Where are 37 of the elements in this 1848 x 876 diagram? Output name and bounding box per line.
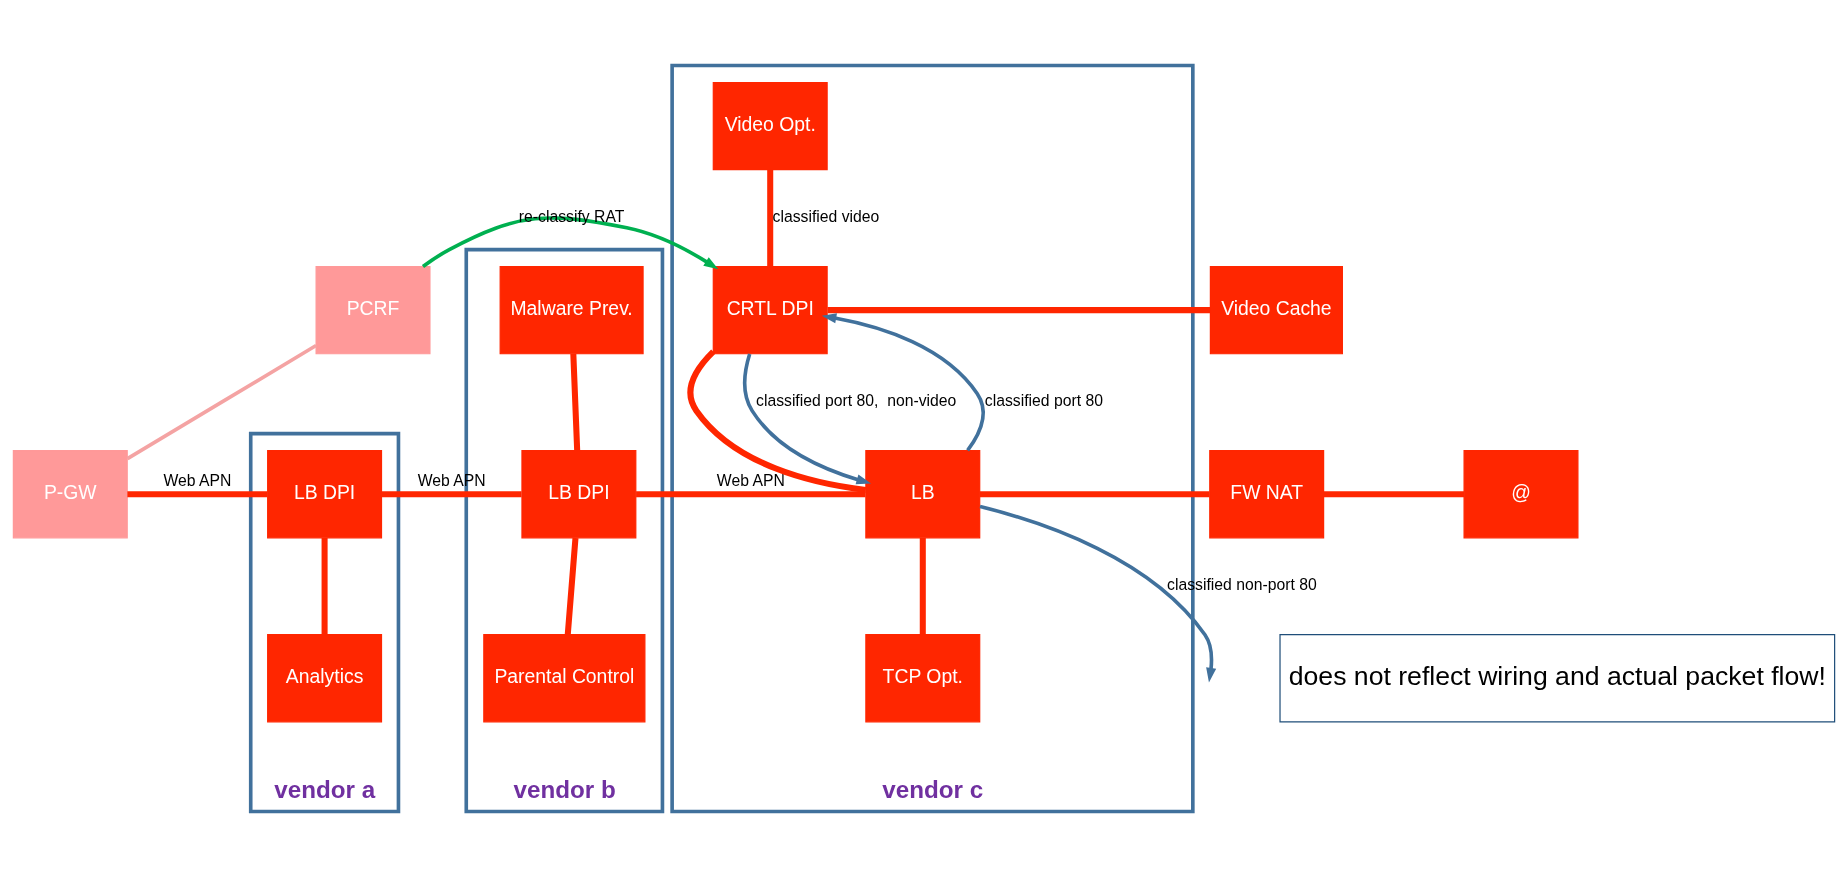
node-box: TCP Opt.: [865, 633, 981, 722]
connector: [979, 490, 1210, 497]
connector: [636, 490, 866, 497]
arrow: [979, 504, 1217, 682]
connector: [126, 343, 318, 460]
node-box: Malware Prev.: [499, 265, 644, 354]
node-box: does not reflect wiring and actual packet flow!: [1279, 633, 1836, 722]
connector: [127, 490, 268, 497]
arrow: [421, 215, 719, 269]
edge-label: classified video: [772, 207, 880, 225]
node-box: FW NAT: [1209, 449, 1325, 538]
node-box: LB DPI: [267, 449, 383, 538]
edge-label: classified port 80: [984, 391, 1103, 409]
connector: [687, 348, 867, 493]
connector: [767, 169, 774, 266]
connector: [564, 537, 579, 635]
node-box: Video Cache: [1209, 265, 1343, 354]
edge-label: Web APN: [716, 471, 785, 489]
node-box: P-GW: [12, 449, 128, 538]
node-box: Analytics: [267, 633, 383, 722]
connector: [919, 537, 926, 634]
node-box: Video Opt.: [712, 81, 828, 170]
node-box: @: [1463, 449, 1579, 538]
node-box: LB DPI: [521, 449, 637, 538]
arrow: [742, 352, 872, 484]
node-box: CRTL DPI: [712, 265, 828, 354]
connector: [381, 490, 522, 497]
node-box: LB: [865, 449, 981, 538]
connector: [827, 306, 1211, 313]
connector: [570, 353, 581, 450]
node-box: Parental Control: [483, 633, 646, 722]
connector: [1323, 490, 1464, 497]
edge-label: Web APN: [163, 471, 232, 489]
edge-label: classified port 80, non-video: [756, 391, 957, 409]
arrow: [821, 312, 985, 451]
connector: [321, 537, 328, 634]
node-box: PCRF: [315, 265, 431, 354]
